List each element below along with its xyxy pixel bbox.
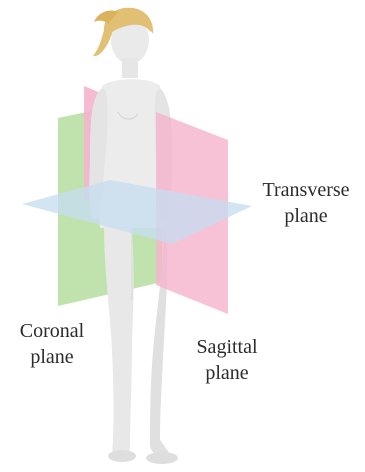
transverse-plane-label: Transverse plane [254, 177, 358, 229]
coronal-label-line2: plane [6, 344, 98, 370]
left-leg [104, 226, 134, 458]
coronal-plane-label: Coronal plane [6, 318, 98, 370]
sagittal-plane-label: Sagittal plane [180, 334, 274, 386]
transverse-label-line1: Transverse [254, 177, 358, 203]
sagittal-label-line1: Sagittal [180, 334, 274, 360]
coronal-label-line1: Coronal [6, 318, 98, 344]
sagittal-label-line2: plane [180, 360, 274, 386]
transverse-label-line2: plane [254, 203, 358, 229]
